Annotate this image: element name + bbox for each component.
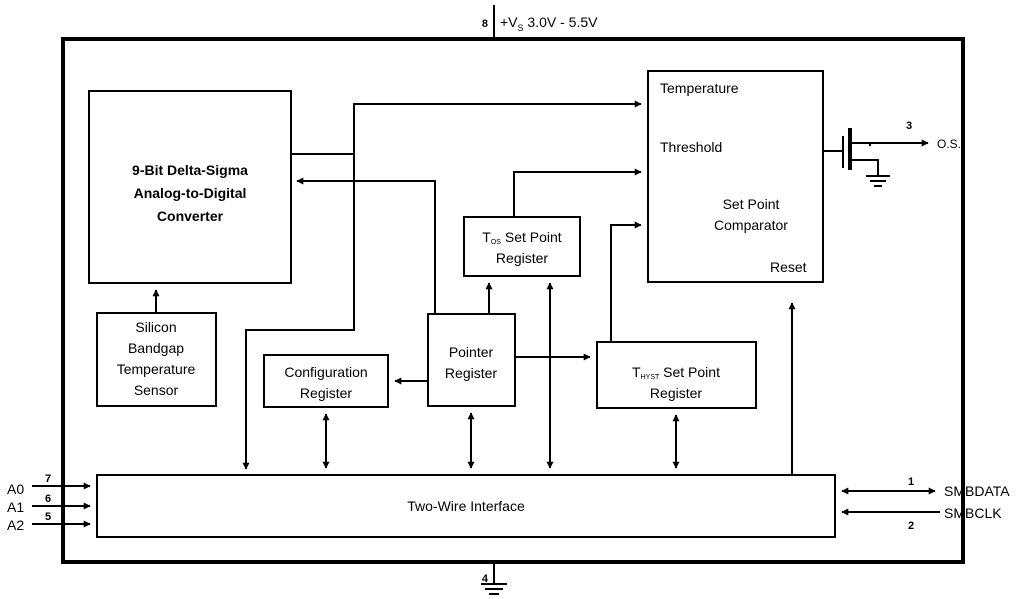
pointer-to-adc-arrow: [296, 177, 436, 314]
a0-label: A0: [7, 481, 24, 497]
adc-label-line1: 9-Bit Delta-Sigma: [132, 162, 248, 178]
two-wire-interface-block: Two-Wire Interface: [96, 474, 836, 538]
pointer-register-label-line2: Register: [445, 365, 497, 381]
config-register-label-line1: Configuration: [284, 364, 367, 380]
config-register-block: Configuration Register: [263, 354, 389, 408]
chip-outline: [61, 37, 965, 564]
adc-block: 9-Bit Delta-Sigma Analog-to-Digital Conv…: [88, 90, 292, 284]
a0-pin-number: 7: [45, 473, 51, 485]
tos-register-label-line2: Register: [496, 250, 548, 266]
smbclk-label: SMBCLK: [944, 505, 1002, 521]
two-wire-interface-label: Two-Wire Interface: [407, 498, 525, 514]
comparator-reset-input: Reset: [770, 259, 807, 275]
adc-label-line3: Converter: [157, 208, 224, 224]
config-register-label-line2: Register: [300, 385, 352, 401]
pointer-register-label-line1: Pointer: [449, 344, 494, 360]
tos-register-block: TOS Set Point Register: [463, 216, 581, 277]
a2-label: A2: [7, 517, 24, 533]
pointer-register-block: Pointer Register: [427, 313, 516, 407]
comparator-label-line1: Set Point: [723, 196, 780, 212]
supply-pin-number: 8: [482, 18, 488, 30]
smbclk-pin-number: 2: [908, 520, 914, 532]
comparator-block: Temperature Threshold Set Point Comparat…: [647, 70, 824, 283]
ground-pin: 4: [481, 562, 507, 595]
smbdata-label: SMBDATA: [944, 483, 1010, 499]
a1-pin-number: 6: [45, 493, 51, 505]
smb-pins: 1 2 SMBDATA SMBCLK: [841, 476, 1010, 532]
sensor-label-line1: Silicon: [135, 319, 176, 335]
os-output-transistor: 3 O.S.: [823, 120, 961, 187]
address-pins: 7 6 5 A0 A1 A2: [7, 473, 91, 533]
a1-label: A1: [7, 499, 24, 515]
sensor-label-line3: Temperature: [117, 361, 196, 377]
sensor-label-line4: Sensor: [134, 382, 179, 398]
thyst-register-label-line2: Register: [650, 385, 702, 401]
os-pin-number: 3: [906, 120, 912, 132]
os-pin-label: O.S.: [937, 137, 961, 151]
thyst-register-block: THYST Set Point Register: [596, 341, 757, 409]
adc-label-line2: Analog-to-Digital: [134, 185, 247, 201]
supply-pin: 8 +VS 3.0V - 5.5V: [482, 5, 598, 39]
ground-pin-number: 4: [482, 573, 489, 585]
tos-to-comparator-arrow: [513, 168, 642, 217]
thyst-register-label-line1: THYST Set Point: [632, 364, 720, 381]
adc-to-interface-arrow: [242, 154, 355, 470]
comparator-threshold-input: Threshold: [660, 139, 722, 155]
sensor-label-line2: Bandgap: [128, 340, 184, 356]
smbdata-pin-number: 1: [908, 476, 914, 488]
sensor-block: Silicon Bandgap Temperature Sensor: [96, 312, 217, 407]
supply-label: +VS 3.0V - 5.5V: [500, 14, 598, 33]
adc-to-comparator-arrow: [291, 100, 642, 155]
thyst-to-comparator-arrow: [610, 221, 642, 342]
comparator-label-line2: Comparator: [714, 217, 788, 233]
a2-pin-number: 5: [45, 511, 51, 523]
tos-register-label-line1: TOS Set Point: [482, 229, 562, 246]
comparator-temperature-input: Temperature: [660, 80, 739, 96]
signal-wires: [152, 100, 796, 475]
